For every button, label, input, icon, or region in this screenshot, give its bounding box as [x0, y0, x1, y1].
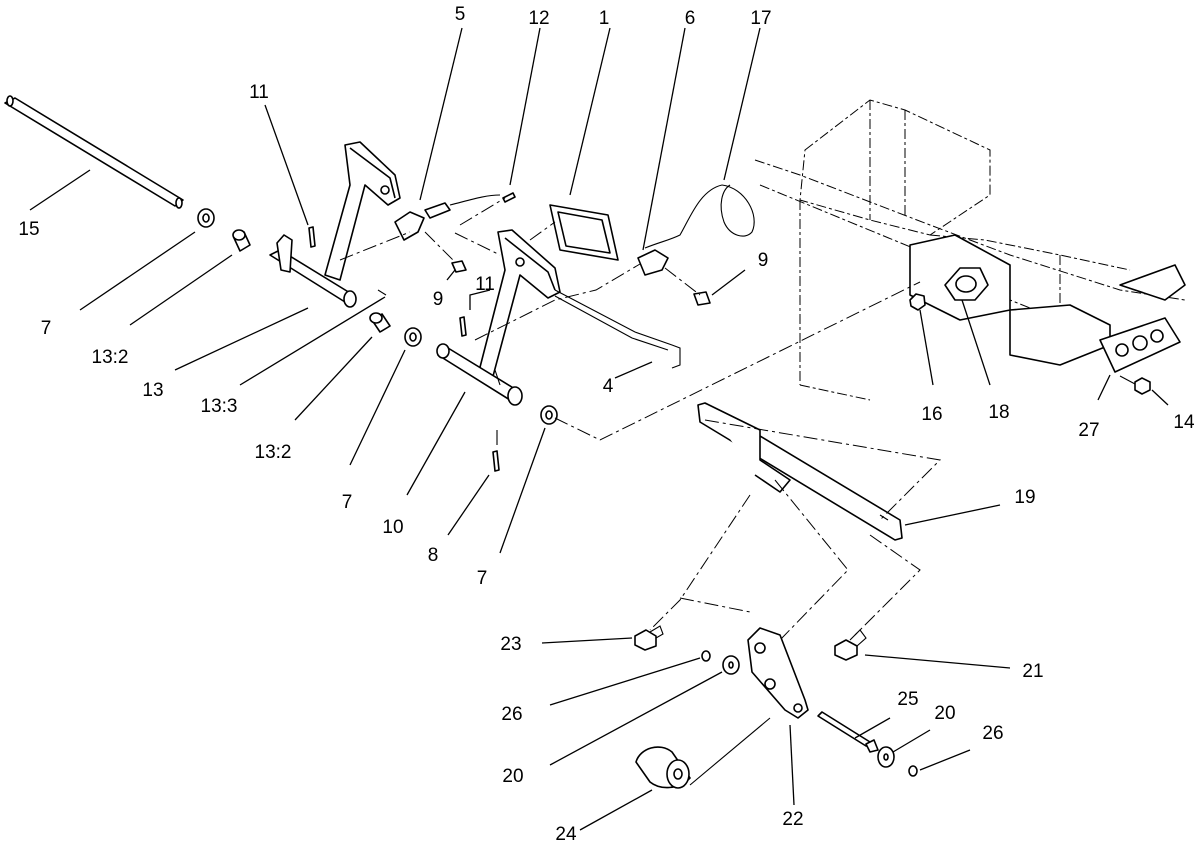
callout-6: 6	[685, 8, 696, 29]
callout-15: 15	[18, 219, 39, 240]
part-22-idler-arm	[747, 627, 809, 719]
part-14-bolt	[1119, 375, 1151, 395]
callout-25: 25	[897, 689, 918, 710]
part-26-o-ring-left	[701, 650, 711, 662]
callout-24: 24	[555, 824, 577, 845]
part-1-pedal-pad	[549, 204, 619, 261]
callout-4: 4	[603, 376, 614, 397]
callout-22: 22	[782, 809, 803, 830]
callout-19: 19	[1014, 487, 1035, 508]
frame-bracket-right	[1009, 264, 1186, 366]
part-11-roll-pin-lower	[459, 316, 467, 337]
callout-9-left: 9	[433, 289, 444, 310]
part-7-washer-upper	[197, 208, 215, 228]
callout-7-middle: 7	[342, 492, 353, 513]
right-pedal-lever	[477, 229, 561, 381]
callout-10: 10	[382, 517, 403, 538]
part-25-shoulder-bolt	[817, 711, 879, 753]
callout-26-left: 26	[501, 704, 522, 725]
callouts: 1 5 12 6 17 11 15 7 13:2 13 13:3 13:2 7 …	[18, 4, 1195, 845]
part-11-roll-pin-upper	[308, 226, 316, 248]
part-17-cable-loop	[644, 184, 755, 249]
part-19-bracket	[697, 402, 942, 541]
callout-16: 16	[921, 404, 942, 425]
callout-13-2-upper: 13:2	[92, 347, 129, 368]
part-6-clevis	[637, 249, 669, 276]
callout-20-right: 20	[934, 703, 955, 724]
part-13-3-pin	[377, 289, 387, 296]
phantom-lower	[649, 479, 921, 641]
part-8-pin	[492, 430, 500, 472]
callout-23: 23	[500, 634, 521, 655]
callout-13-2-lower: 13:2	[255, 442, 292, 463]
callout-26-right: 26	[982, 723, 1003, 744]
part-13-2-bushing-lower	[369, 312, 391, 333]
callout-5: 5	[455, 4, 466, 25]
part-15-shaft	[4, 95, 184, 209]
callout-1: 1	[599, 8, 610, 29]
callout-14: 14	[1173, 412, 1195, 433]
callout-21: 21	[1022, 661, 1043, 682]
part-27-plate	[1099, 317, 1181, 373]
part-23-bolt	[634, 625, 664, 651]
part-13-tube	[269, 234, 357, 308]
callout-9-right: 9	[758, 250, 769, 271]
part-7-washer-lower	[540, 405, 558, 425]
callout-18: 18	[988, 402, 1009, 423]
callout-8: 8	[428, 545, 439, 566]
part-20-washer-left	[722, 655, 740, 675]
callout-11-upper: 11	[249, 82, 269, 103]
part-26-o-ring-right	[908, 765, 918, 777]
part-7-washer-middle	[404, 327, 422, 347]
phantom-lines	[339, 197, 921, 441]
part-20-washer-right	[877, 746, 895, 768]
callout-12: 12	[528, 8, 549, 29]
callout-7-lower: 7	[477, 568, 488, 589]
part-9-clevis-pin-right	[693, 291, 711, 306]
part-24-roller	[635, 717, 771, 789]
part-4-rod	[554, 289, 681, 369]
leader-lines	[29, 27, 1169, 831]
callout-11-lower: 11	[475, 274, 495, 295]
part-5-clevis	[394, 194, 501, 241]
part-13-2-bushing-upper	[232, 229, 251, 252]
callout-27: 27	[1078, 420, 1099, 441]
part-21-bolt	[834, 629, 867, 661]
callout-20-left: 20	[502, 766, 523, 787]
callout-13-3: 13:3	[201, 396, 238, 417]
callout-17: 17	[750, 8, 771, 29]
part-9-clevis-pin-left	[451, 260, 467, 273]
part-16-nut	[909, 293, 926, 311]
left-pedal-lever	[324, 141, 401, 281]
callout-7-left: 7	[41, 318, 52, 339]
part-18-flange-bearing	[944, 267, 989, 301]
part-12-pin	[502, 192, 516, 203]
callout-13: 13	[142, 380, 163, 401]
part-10-tube	[436, 343, 523, 406]
